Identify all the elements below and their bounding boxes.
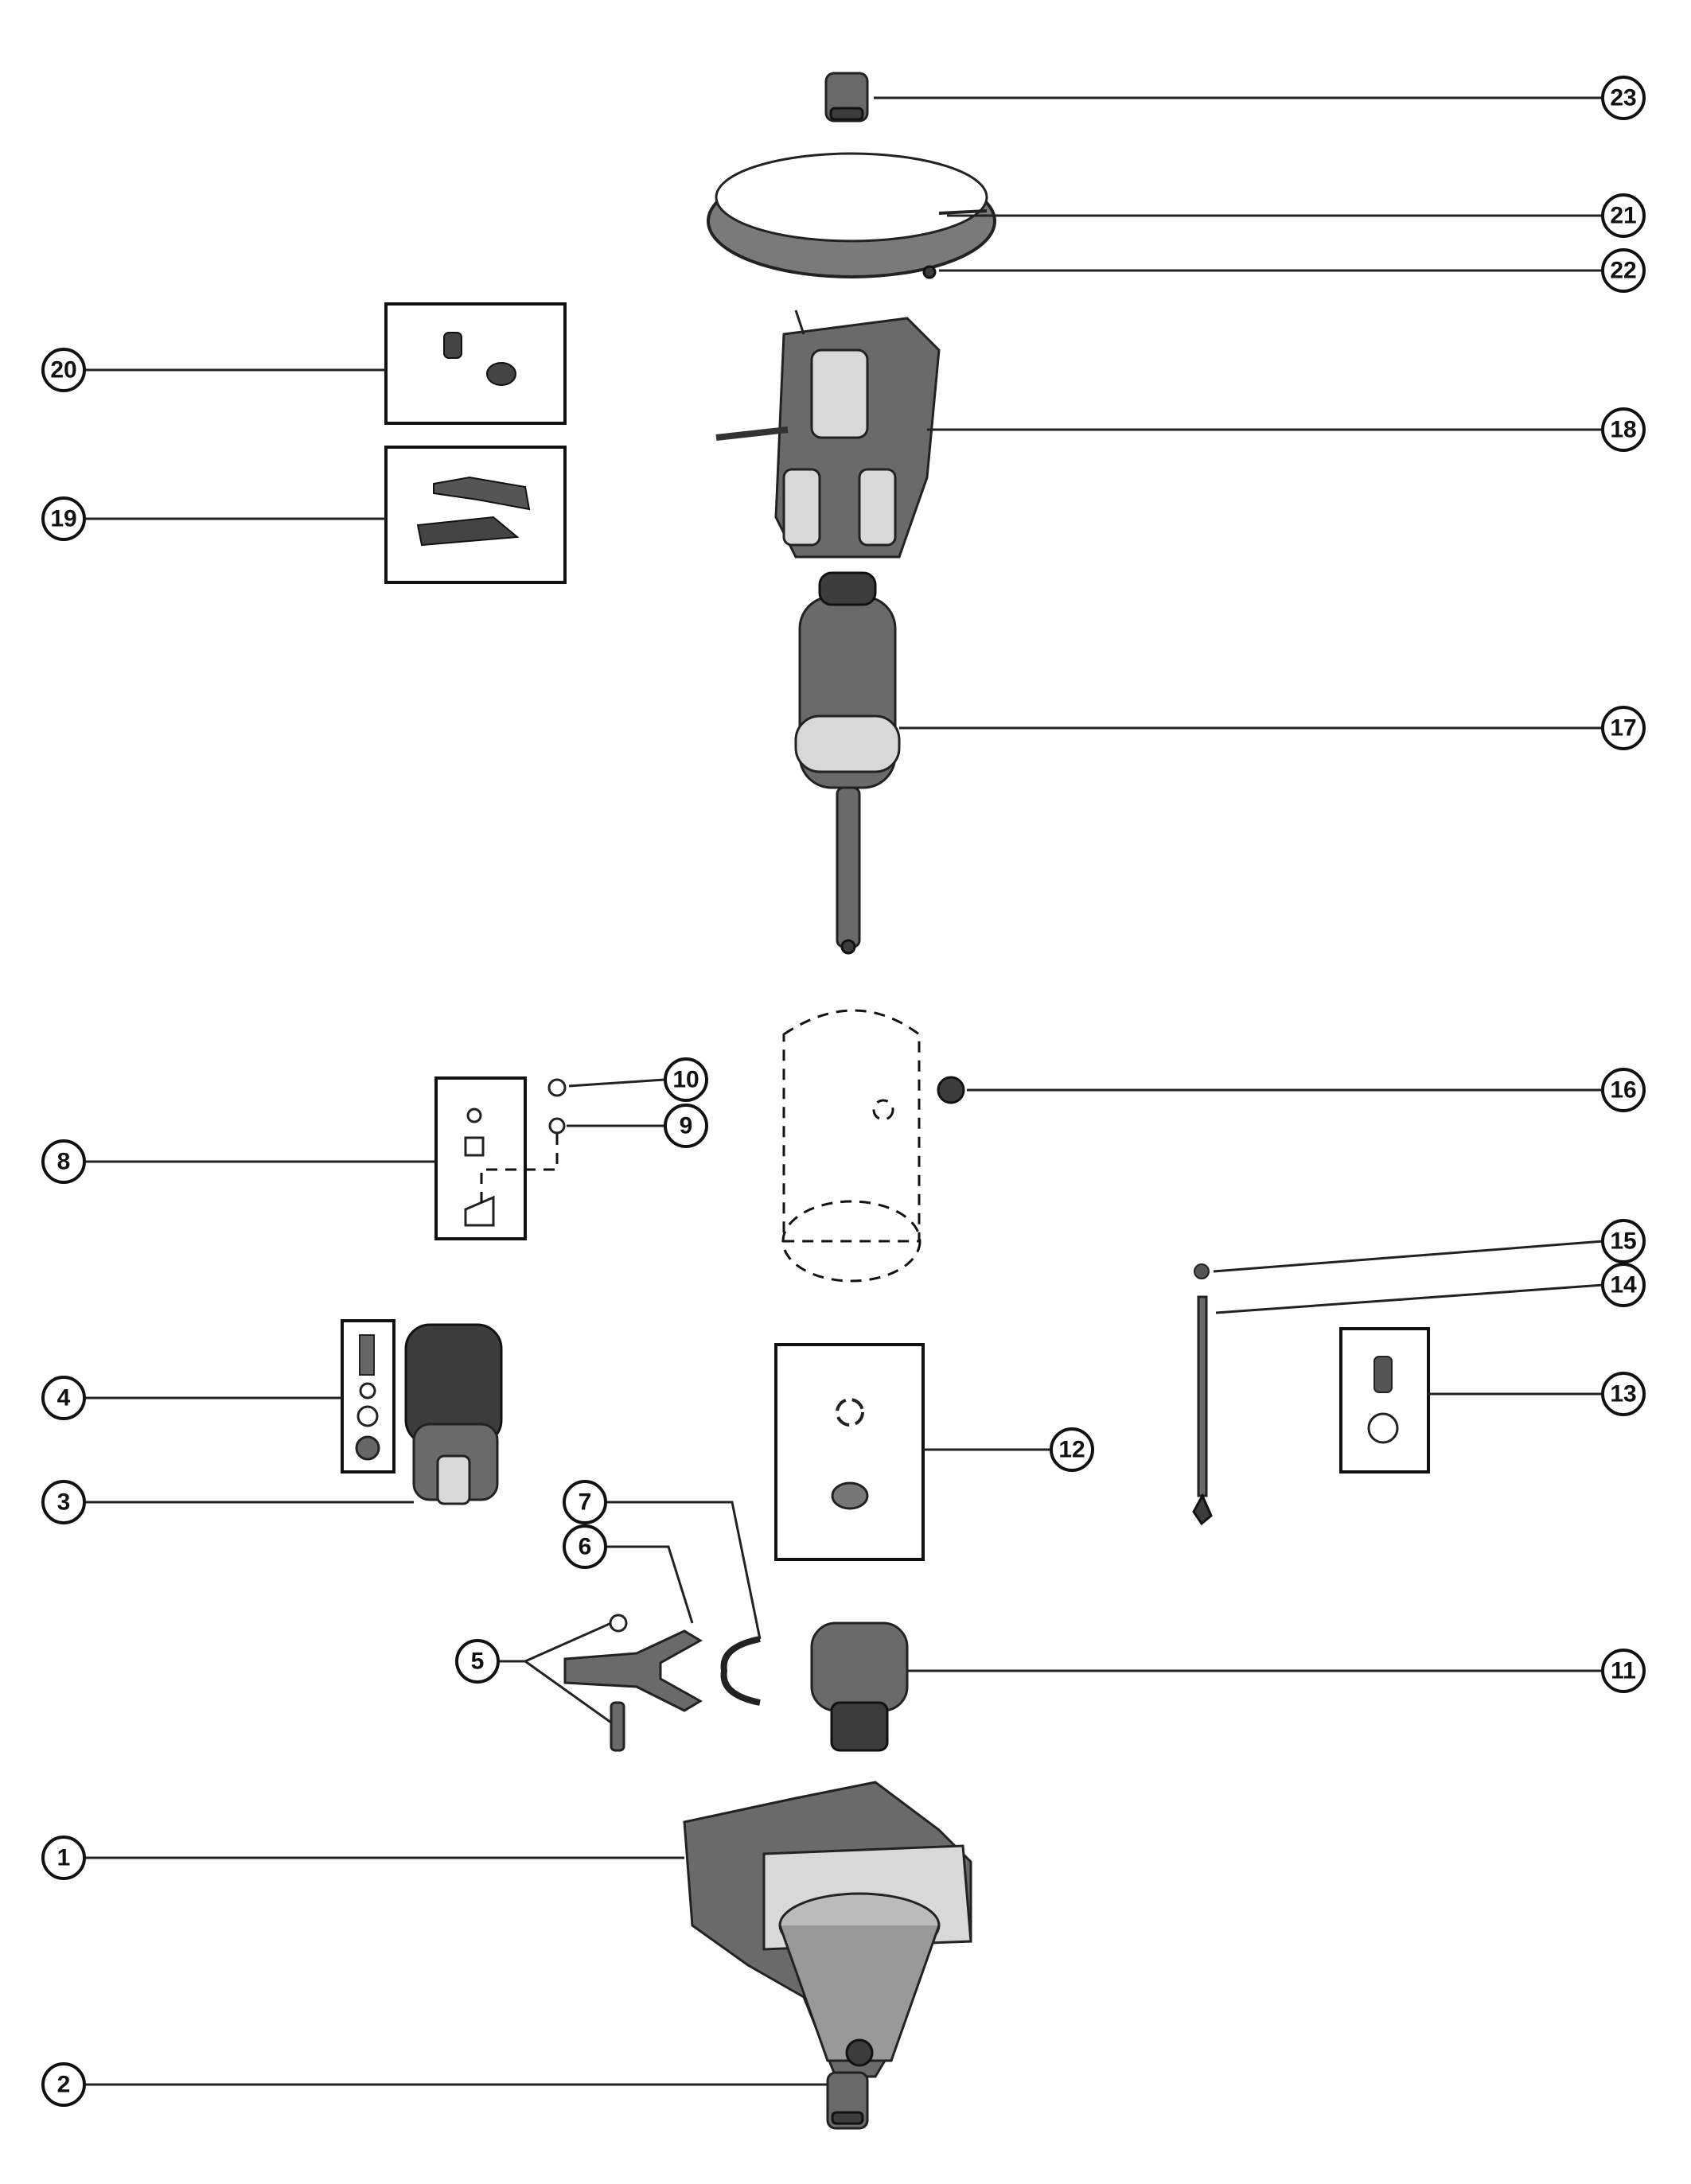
- svg-text:3: 3: [57, 1489, 71, 1516]
- svg-text:21: 21: [1610, 203, 1636, 229]
- svg-text:22: 22: [1610, 258, 1636, 284]
- svg-text:17: 17: [1610, 715, 1636, 742]
- svg-text:16: 16: [1610, 1077, 1636, 1104]
- callout-2: 2: [41, 2062, 86, 2107]
- callout-23: 23: [1601, 76, 1646, 120]
- callout-16: 16: [1601, 1068, 1646, 1112]
- part-3-solenoid: [404, 1323, 503, 1505]
- leader-7: [605, 1501, 762, 1640]
- part-16-screw: [937, 1076, 965, 1104]
- leader-6: [605, 1545, 694, 1624]
- part-10-nut: [547, 1078, 567, 1097]
- svg-text:19: 19: [50, 506, 76, 532]
- part-23-bushing: [824, 72, 869, 123]
- part-16-housing: [781, 1009, 921, 1283]
- part-19-brush-holder-kit: [384, 446, 567, 584]
- part-1-drive-end-housing: [683, 1781, 972, 2078]
- leader-14: [1215, 1283, 1604, 1314]
- part-4-hardware-kit: [341, 1319, 395, 1474]
- part-20-brush-kit: [384, 302, 567, 425]
- callout-20: 20: [41, 348, 86, 392]
- callout-3: 3: [41, 1480, 86, 1524]
- svg-text:1: 1: [57, 1845, 71, 1871]
- part-14-through-bolt: [1192, 1295, 1213, 1526]
- callout-8: 8: [41, 1139, 86, 1184]
- callout-15: 15: [1601, 1219, 1646, 1263]
- part-15-nut: [1194, 1263, 1210, 1279]
- callout-5: 5: [455, 1639, 500, 1684]
- callout-14: 14: [1601, 1263, 1646, 1307]
- callout-21: 21: [1601, 193, 1646, 238]
- part-21-band: [707, 152, 996, 278]
- part-9-washer: [548, 1117, 566, 1135]
- part-22-nut: [922, 265, 937, 279]
- callout-13: 13: [1601, 1372, 1646, 1416]
- callout-12: 12: [1050, 1427, 1094, 1472]
- callout-9: 9: [664, 1104, 708, 1148]
- svg-text:18: 18: [1610, 417, 1636, 443]
- leader-lines: [84, 96, 1604, 2086]
- svg-text:6: 6: [579, 1534, 592, 1560]
- svg-text:5: 5: [471, 1649, 485, 1675]
- svg-text:8: 8: [57, 1149, 71, 1175]
- part-11-drive-pinion: [810, 1621, 909, 1752]
- callout-18: 18: [1601, 407, 1646, 452]
- svg-text:20: 20: [50, 357, 76, 383]
- svg-text:14: 14: [1610, 1272, 1637, 1298]
- callout-4: 4: [41, 1376, 86, 1420]
- part-17-armature: [794, 571, 901, 955]
- callout-7: 7: [563, 1480, 607, 1524]
- svg-text:15: 15: [1610, 1228, 1636, 1255]
- callout-1: 1: [41, 1836, 86, 1880]
- leader-15: [1213, 1240, 1604, 1273]
- svg-text:10: 10: [672, 1067, 699, 1093]
- leader-10: [568, 1078, 665, 1088]
- callout-11: 11: [1601, 1649, 1646, 1693]
- part-13-kit: [1339, 1327, 1430, 1474]
- svg-text:7: 7: [579, 1489, 592, 1516]
- part-2-bushing: [826, 2071, 869, 2130]
- svg-text:13: 13: [1610, 1381, 1636, 1407]
- callout-22: 22: [1601, 248, 1646, 293]
- svg-text:23: 23: [1610, 85, 1636, 111]
- part-7-clip: [720, 1636, 761, 1706]
- part-12-seal-kit: [774, 1343, 925, 1561]
- callout-17: 17: [1601, 706, 1646, 750]
- svg-text:4: 4: [57, 1385, 71, 1411]
- callout-6: 6: [563, 1524, 607, 1569]
- svg-text:12: 12: [1058, 1437, 1085, 1463]
- callout-19: 19: [41, 496, 86, 541]
- part-6-shift-fork: [563, 1629, 703, 1712]
- part-18-field-coils: [715, 309, 941, 559]
- leader-5b: [524, 1660, 612, 1724]
- part-8-terminal-kit: [434, 1076, 559, 1240]
- svg-text:11: 11: [1611, 1658, 1636, 1684]
- svg-text:9: 9: [680, 1113, 693, 1139]
- svg-text:2: 2: [57, 2072, 71, 2098]
- callout-10: 10: [664, 1057, 708, 1102]
